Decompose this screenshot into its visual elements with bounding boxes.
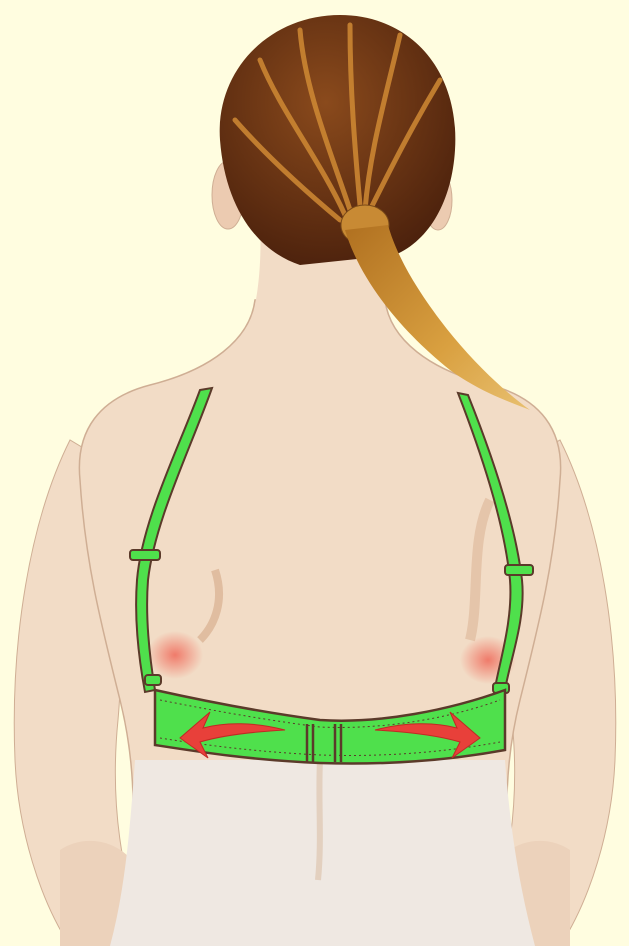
spine-shadow [318,760,320,880]
left-strap-ring [145,675,161,685]
right-strap-slider [505,565,533,575]
left-pressure-spot [147,631,203,679]
left-strap-slider [130,550,160,560]
